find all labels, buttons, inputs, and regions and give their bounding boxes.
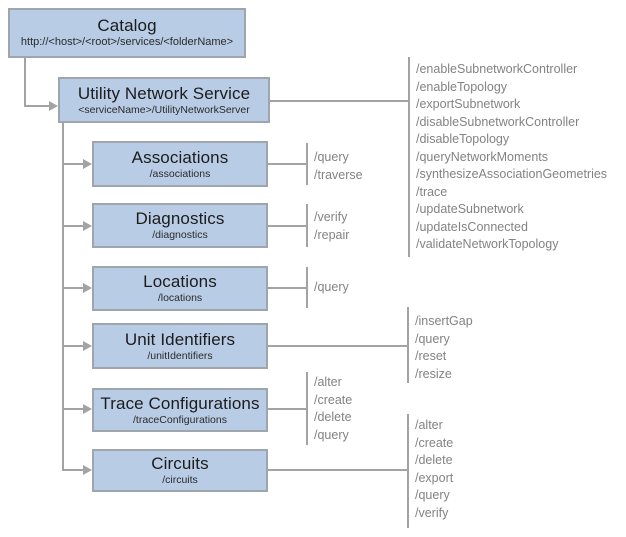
connector-ops-trace-configurations — [268, 408, 307, 410]
ops-tick-locations — [306, 267, 308, 308]
operation-item: /query — [314, 280, 349, 294]
node-circuits: Circuits /circuits — [92, 449, 268, 492]
node-title: Utility Network Service — [77, 83, 251, 103]
connector-ops-uns — [270, 100, 409, 102]
operation-item: /traverse — [314, 167, 363, 182]
ops-tick-uns — [408, 57, 410, 257]
operations-list-circuits: /alter /create /delete /export /query /v… — [415, 417, 453, 522]
node-subtitle: /traceConfigurations — [133, 413, 227, 426]
operation-item: /validateNetworkTopology — [416, 237, 559, 251]
operation-item: /enableTopology — [416, 79, 508, 94]
arrow-right-icon — [83, 341, 92, 351]
node-title: Circuits — [151, 454, 209, 474]
operation-item: /resize — [415, 366, 452, 381]
operation-item: /alter — [314, 375, 342, 389]
operation-item: /updateSubnetwork — [416, 202, 524, 216]
connector-ops-associations — [268, 163, 307, 165]
arrow-right-icon — [49, 101, 58, 111]
operation-item: /disableSubnetworkController — [416, 114, 580, 129]
operations-list-associations: /query /traverse — [314, 149, 363, 184]
node-title: Associations — [131, 147, 229, 167]
connector-ops-circuits — [268, 469, 409, 471]
arrow-right-icon — [83, 159, 92, 169]
operation-item: /query — [314, 150, 349, 164]
node-title: Catalog — [97, 16, 157, 36]
node-locations: Locations /locations — [92, 266, 268, 311]
node-diagnostics: Diagnostics /diagnostics — [92, 203, 268, 248]
operation-item: /delete — [415, 453, 453, 467]
operation-item: /create — [415, 435, 454, 450]
arrow-right-icon — [83, 404, 92, 414]
node-subtitle: /associations — [149, 167, 211, 180]
node-associations: Associations /associations — [92, 141, 268, 187]
node-catalog: Catalog http://<host>/<root>/services/<f… — [8, 8, 246, 58]
operation-item: /query — [415, 488, 450, 502]
operations-list-trace-configurations: /alter /create /delete /query — [314, 374, 352, 444]
ops-tick-associations — [306, 143, 308, 185]
operation-item: /repair — [314, 227, 350, 242]
node-subtitle: http://<host>/<root>/services/<folderNam… — [20, 36, 234, 49]
operations-list-diagnostics: /verify /repair — [314, 209, 349, 244]
arrow-right-icon — [83, 221, 92, 231]
operations-list-uns: /enableSubnetworkController /enableTopol… — [416, 61, 607, 254]
operation-item: /synthesizeAssociationGeometries — [416, 167, 608, 181]
operation-item: /queryNetworkMoments — [416, 149, 548, 164]
operation-item: /exportSubnetwork — [416, 97, 521, 111]
arrow-right-icon — [83, 283, 92, 293]
operation-item: /disableTopology — [416, 132, 510, 146]
ops-tick-circuits — [407, 414, 409, 528]
connector-ops-diagnostics — [268, 225, 307, 227]
operation-item: /updateIsConnected — [416, 219, 528, 234]
connector-ops-unit-identifiers — [268, 345, 409, 347]
operation-item: /trace — [416, 184, 448, 199]
connector-branch-diagnostics — [62, 225, 84, 227]
connector-branch-unit-identifiers — [62, 345, 84, 347]
node-title: Diagnostics — [135, 209, 225, 229]
operations-list-locations: /query — [314, 279, 349, 297]
operation-item: /query — [314, 427, 349, 442]
node-title: Unit Identifiers — [124, 329, 236, 349]
operation-item: /insertGap — [415, 314, 473, 328]
operation-item: /verify — [415, 505, 449, 520]
ops-tick-diagnostics — [306, 204, 308, 247]
connector-branch-circuits — [62, 469, 84, 471]
operations-list-unit-identifiers: /insertGap /query /reset /resize — [415, 313, 473, 383]
node-title: Trace Configurations — [100, 393, 260, 413]
operation-item: /create — [314, 392, 353, 407]
connector-catalog-horizontal — [24, 105, 50, 107]
arrow-right-icon — [83, 465, 92, 475]
operation-item: /verify — [314, 210, 348, 224]
node-unit-identifiers: Unit Identifiers /unitIdentifiers — [92, 323, 268, 369]
node-subtitle: /unitIdentifiers — [147, 349, 213, 362]
node-subtitle: /circuits — [162, 474, 198, 487]
connector-trunk-vertical — [62, 122, 64, 471]
ops-tick-trace-configurations — [306, 372, 308, 445]
connector-branch-trace-configurations — [62, 408, 84, 410]
node-subtitle: <serviceName>/UtilityNetworkServer — [78, 103, 250, 116]
operation-item: /reset — [415, 349, 447, 363]
node-utility-network-service: Utility Network Service <serviceName>/Ut… — [58, 77, 270, 123]
node-title: Locations — [143, 272, 217, 292]
connector-branch-associations — [62, 163, 84, 165]
operation-item: /enableSubnetworkController — [416, 62, 578, 76]
operation-item: /alter — [415, 418, 443, 432]
connector-ops-locations — [268, 287, 307, 289]
connector-branch-locations — [62, 287, 84, 289]
ops-tick-unit-identifiers — [407, 307, 409, 383]
operation-item: /delete — [314, 410, 352, 424]
operation-item: /export — [415, 470, 454, 485]
node-subtitle: /locations — [157, 292, 203, 305]
operation-item: /query — [415, 331, 450, 346]
connector-catalog-vertical — [24, 58, 26, 107]
node-trace-configurations: Trace Configurations /traceConfiguration… — [92, 388, 268, 432]
node-subtitle: /diagnostics — [152, 229, 208, 242]
